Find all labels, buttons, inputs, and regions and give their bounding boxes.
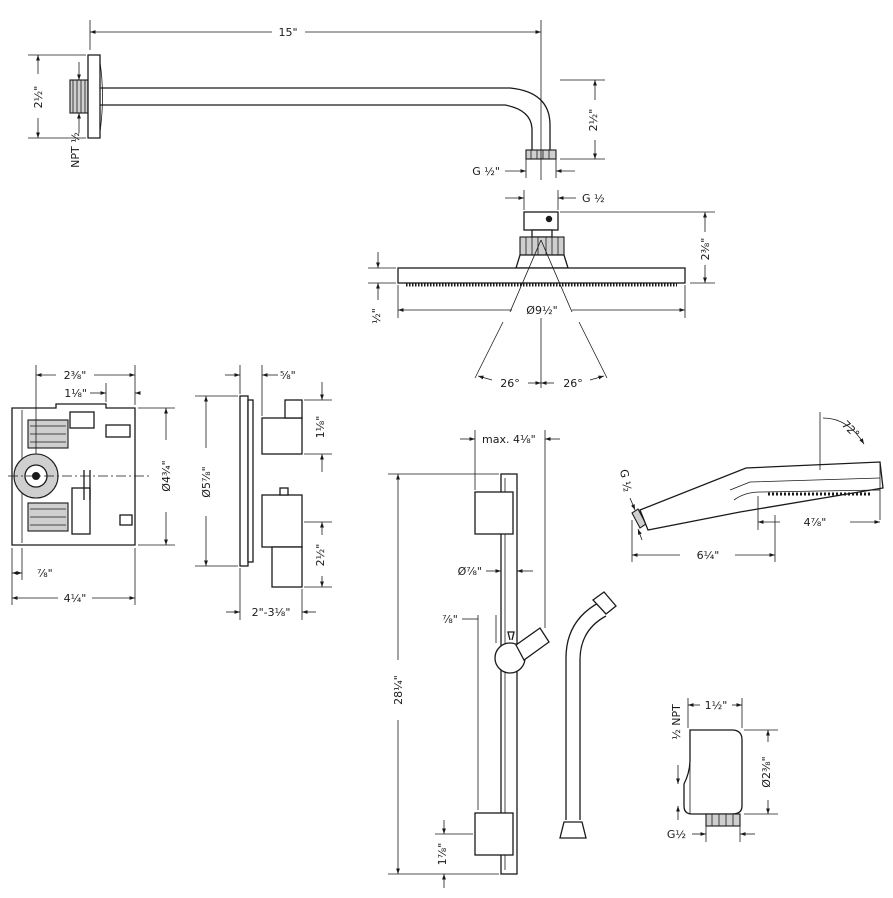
arm-length-label: 15" [278,26,297,39]
arm-height-left-label: 2½" [32,86,45,109]
slide-bar-bottom-label: 1⅞" [436,843,449,866]
valve-trim-spout-label: 1⅛" [314,416,327,439]
slide-bar-diameter-label: Ø⅞" [458,565,482,578]
valve-trim-diameter-label: Ø5⅞" [200,466,213,497]
wall-outlet-inlet-label: ½ NPT [670,704,683,740]
valve-trim-dimensions: ⅝" 1⅛" Ø5⅞" 2½" 2"-3⅛" [195,365,332,620]
wall-outlet-dimensions: 1½" ½ NPT Ø2⅜" G½ [667,698,778,842]
valve-trim-projection-label: 2"-3⅛" [252,606,291,619]
hand-shower-length-label: 6¼" [697,549,720,562]
hand-shower [631,461,884,531]
wall-outlet-outlet-label: G½ [667,828,686,841]
valve-trim-knob-label: 2½" [314,544,327,567]
arm-outlet-label: G ½" [472,165,500,178]
overhead-shower [397,211,686,313]
slide-bar-reach-label: max. 4⅛" [482,433,536,446]
arm-inlet-label: NPT ½ [69,132,82,168]
overhead-dimensions: G ½ 2⅜" ½" Ø9½" 26° 26° [368,190,715,390]
hand-shower-angle-label: 72° [839,418,862,441]
slide-bar [474,473,550,875]
overhead-angle-right-label: 26° [563,377,583,390]
overhead-height-label: 2⅜" [699,238,712,261]
valve-trim-handle-label: ⅝" [280,369,296,382]
valve-body-dimensions: 2⅜" 1⅛" Ø4¾" ⅞" 4¼" [11,365,175,605]
wall-outlet-diameter-label: Ø2⅜" [760,756,773,787]
arm-height-right-label: 2½" [587,109,600,132]
valve-body-width-label: 4¼" [64,592,87,605]
wall-outlet [683,729,743,827]
hand-shower-head-label: 4⅞" [804,516,827,529]
valve-body [8,403,150,546]
slide-bar-dimensions: max. 4⅛" Ø⅞" ⅞" 28¼" 1⅞" [388,430,560,888]
hose [559,591,617,839]
valve-body-diameter-label: Ø4¾" [160,460,173,491]
valve-body-left-label: ⅞" [37,567,53,580]
overhead-plate-label: ½" [370,308,383,324]
slide-bar-holder-label: ⅞" [442,613,458,626]
shower-arm [69,54,557,160]
valve-body-offset-label: 1⅛" [64,387,87,400]
wall-outlet-width-label: 1½" [705,699,728,712]
overhead-angle-left-label: 26° [500,377,520,390]
hand-shower-inlet-label: G ½ [617,468,634,493]
overhead-diameter-label: Ø9½" [526,304,557,317]
valve-body-depth-label: 2⅜" [64,369,87,382]
overhead-inlet-label: G ½ [582,192,605,205]
arm-dimensions: 15" 2½" NPT ½ 2½" G ½" [28,20,605,180]
slide-bar-length-label: 28¼" [392,675,405,705]
valve-trim [239,395,303,588]
